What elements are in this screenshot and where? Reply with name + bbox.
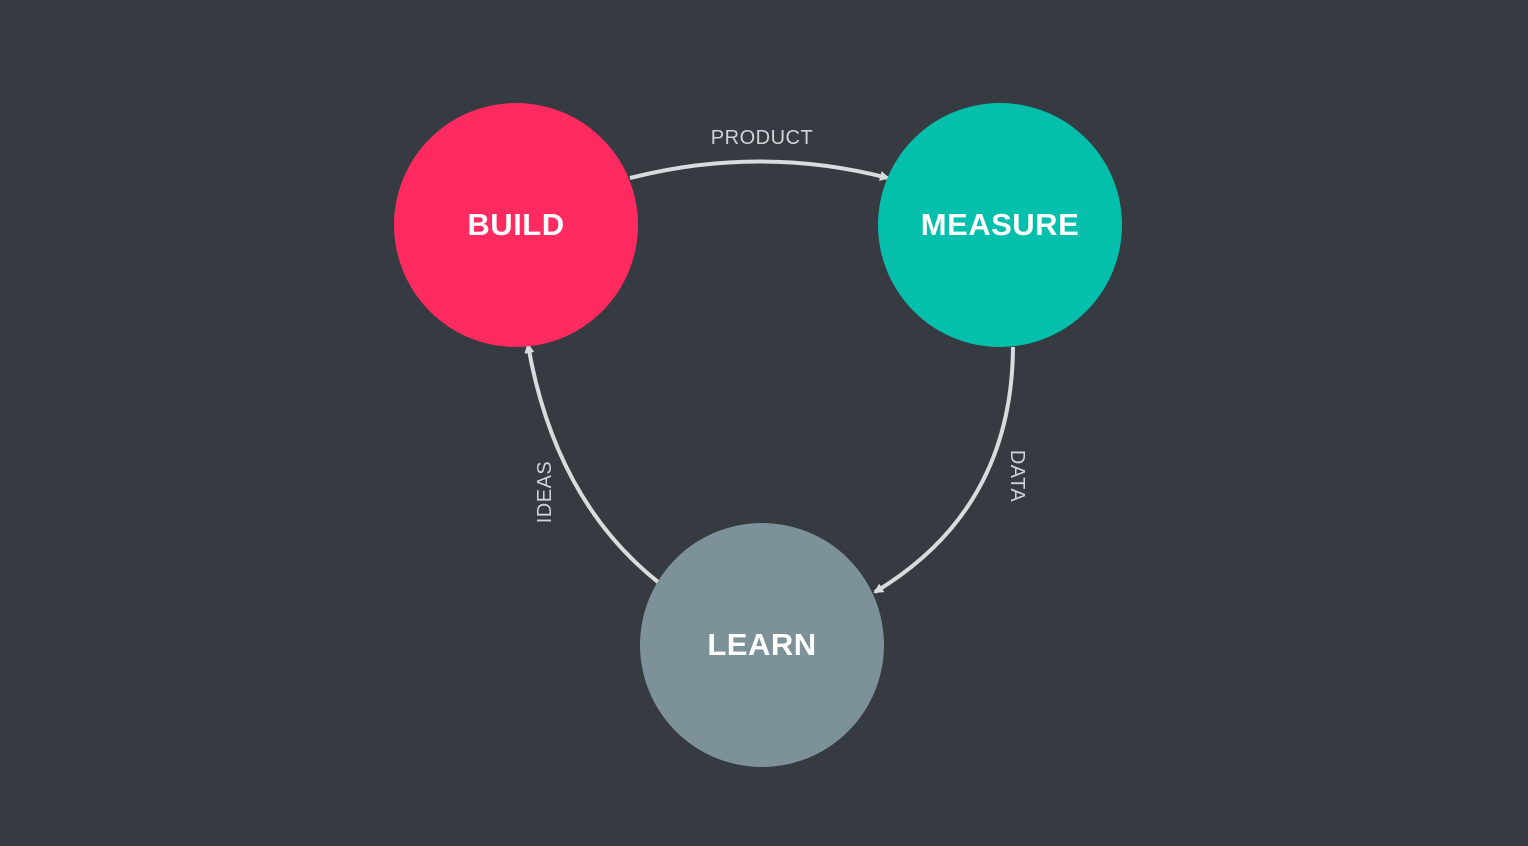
learn-node: LEARN	[640, 523, 884, 767]
arrow-build-to-measure	[629, 159, 890, 181]
arrow-learn-to-build	[524, 343, 660, 584]
arrow-measure-to-learn	[873, 346, 1015, 594]
measure-label: MEASURE	[920, 207, 1080, 242]
build-node: BUILD	[394, 103, 638, 347]
measure-node: MEASURE	[878, 103, 1122, 347]
build-label: BUILD	[467, 207, 565, 242]
edge-label-product: PRODUCT	[711, 127, 813, 149]
learn-label: LEARN	[707, 627, 817, 662]
edge-label-data: DATA	[1006, 450, 1028, 503]
edge-label-ideas: IDEAS	[534, 461, 556, 524]
